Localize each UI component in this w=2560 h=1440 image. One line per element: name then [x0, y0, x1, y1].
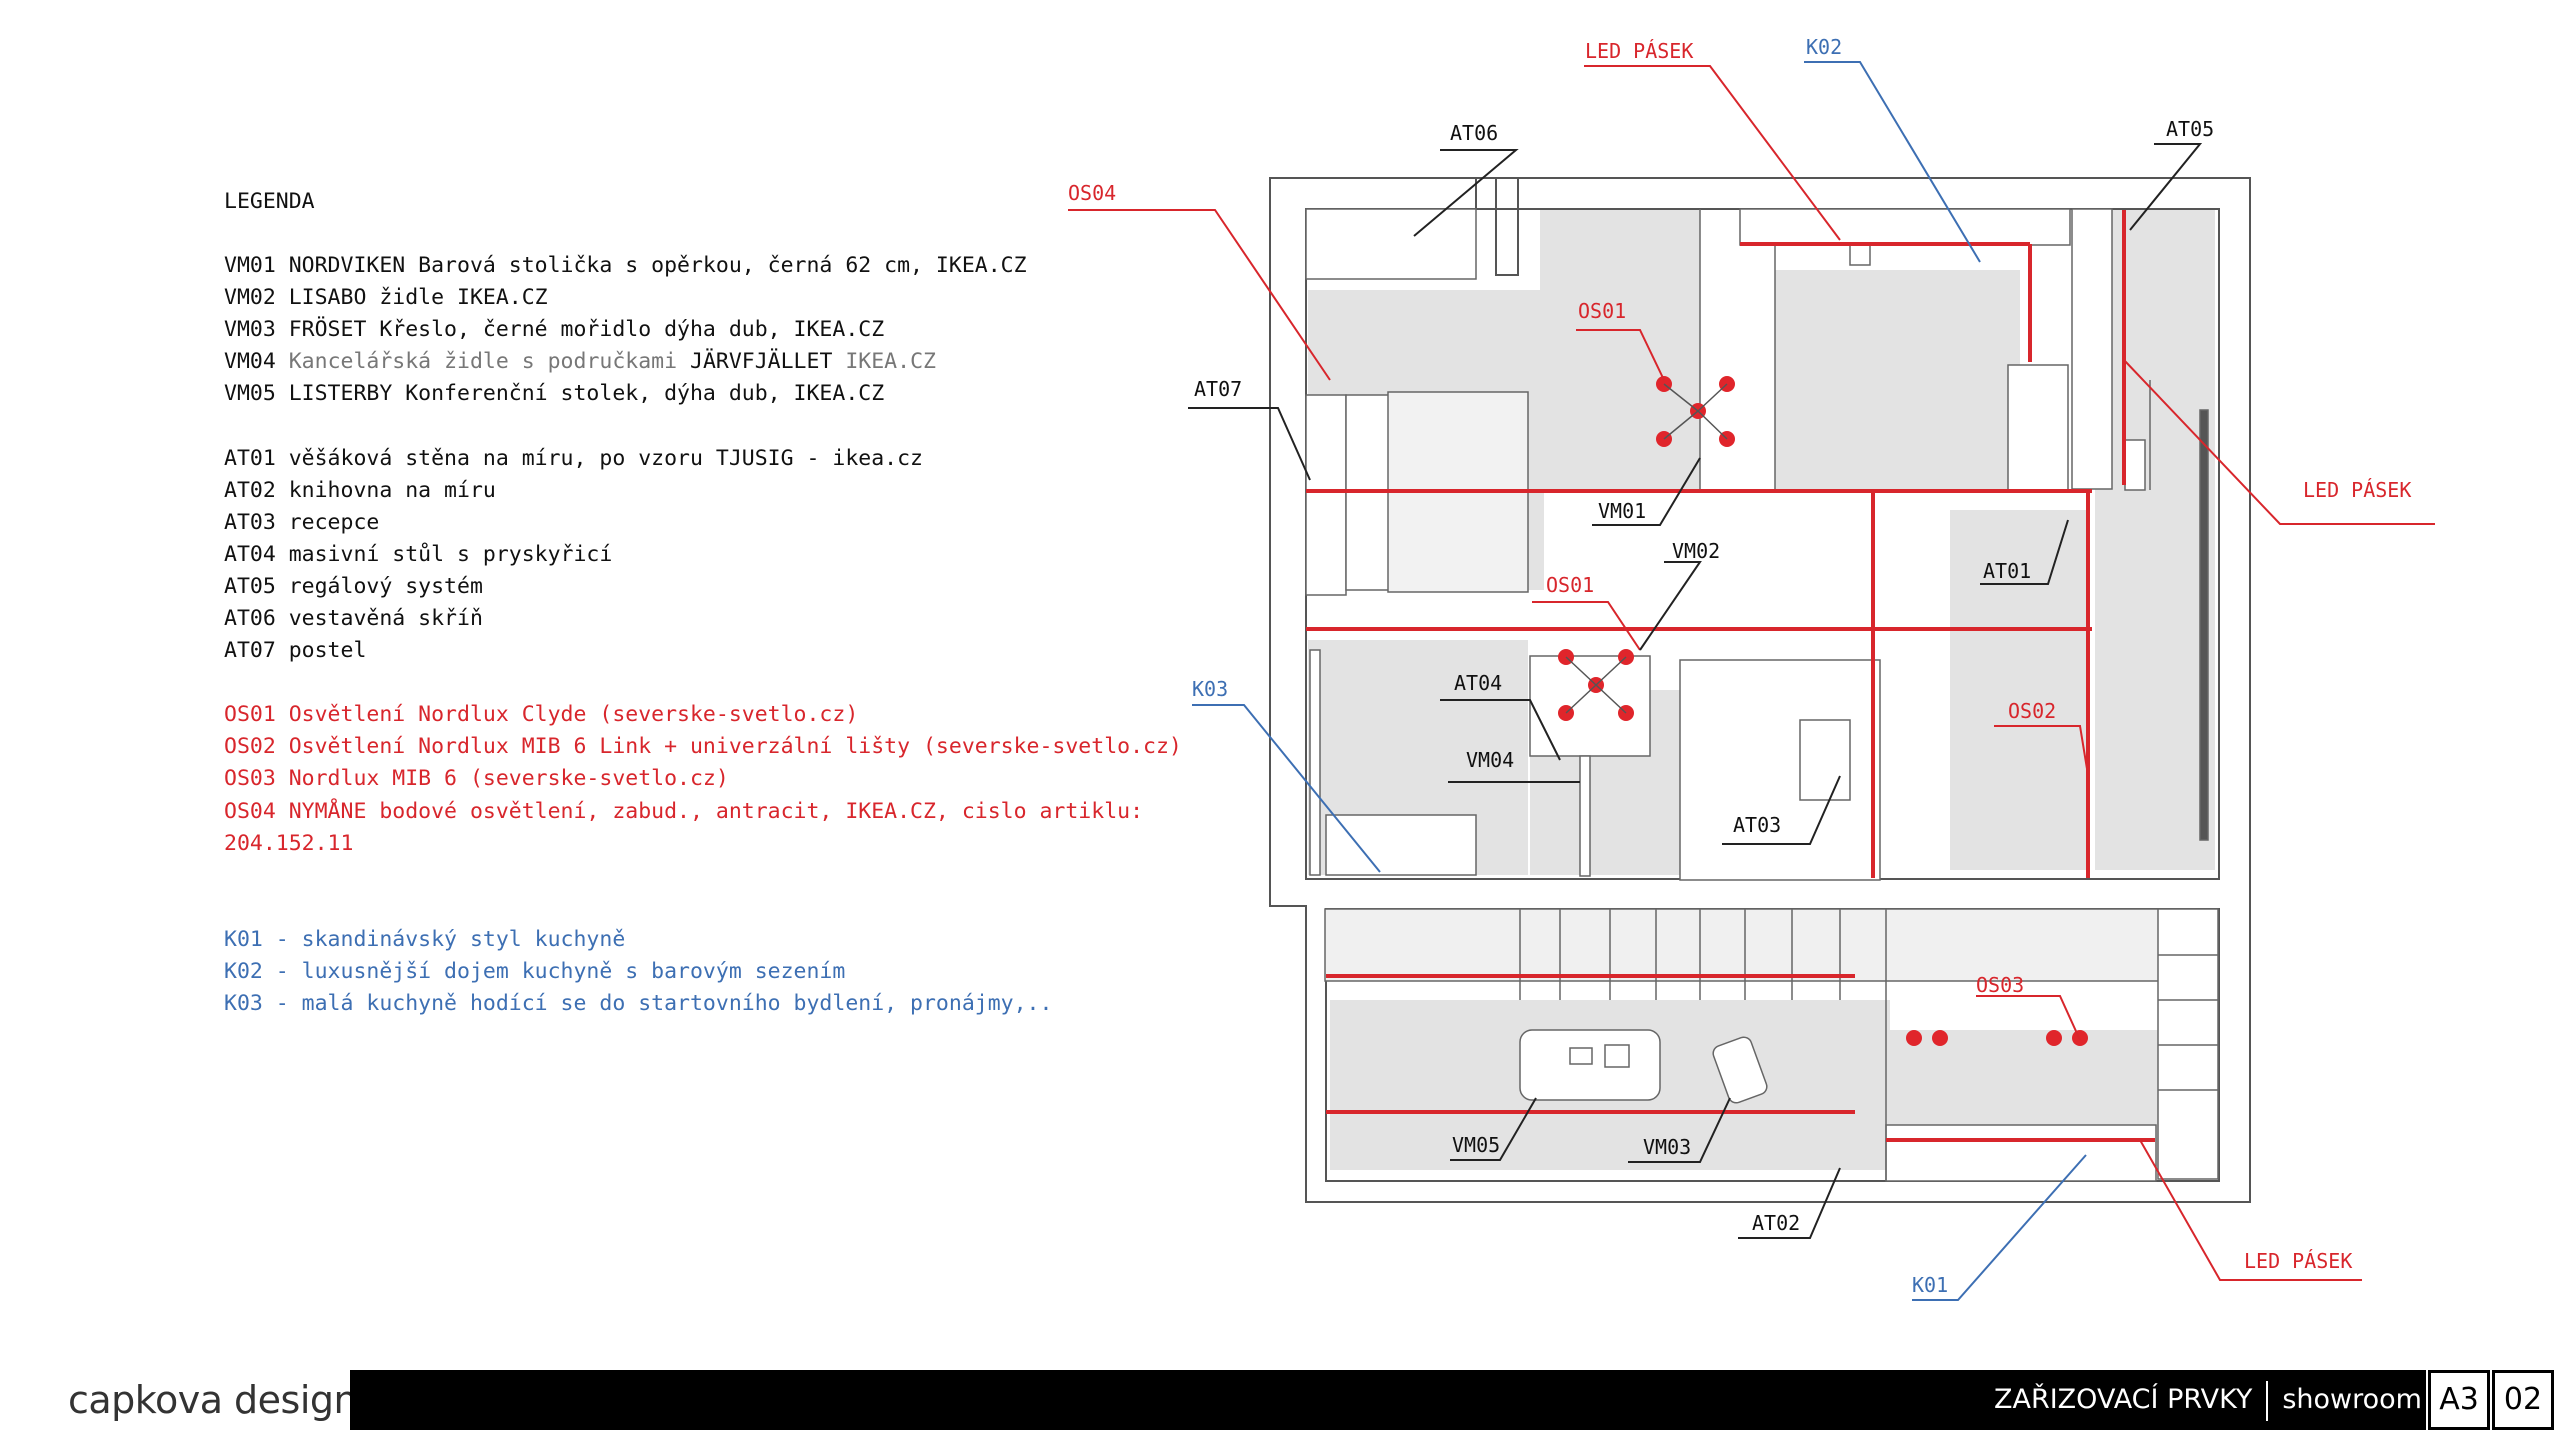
legend-os02: OS02 Osvětlení Nordlux MIB 6 Link + univ… — [224, 734, 1182, 760]
label-vm03: VM03 — [1643, 1135, 1691, 1159]
label-at07: AT07 — [1194, 377, 1242, 401]
label-at04: AT04 — [1454, 671, 1502, 695]
label-k02: K02 — [1806, 35, 1842, 59]
legend-at03: AT03 recepce — [224, 509, 380, 535]
sheet-title: ZAŘIZOVACÍ PRVKY showroom — [1994, 1370, 2422, 1430]
legend-at07: AT07 postel — [224, 638, 367, 664]
legend-vm05: VM05 LISTERBY Konferenční stolek, dýha d… — [224, 381, 885, 407]
label-at03: AT03 — [1733, 813, 1781, 837]
leader-lines-red — [1068, 65, 2435, 1281]
label-at06: AT06 — [1450, 121, 1498, 145]
legend-os04-article: 204.152.11 — [224, 830, 354, 856]
sheet-title-main: ZAŘIZOVACÍ PRVKY — [1993, 1384, 2253, 1415]
legend-vm03: VM03 FRÖSET Křeslo, černé mořidlo dýha d… — [224, 317, 885, 343]
title-bar: ZAŘIZOVACÍ PRVKY showroom — [350, 1370, 2426, 1430]
lighting-spokes — [1565, 383, 1728, 714]
legend-k03: K03 - malá kuchyně hodící se do startovn… — [224, 990, 1053, 1016]
legend-vm04-desc: Kancelářská židle s područkami — [288, 349, 678, 375]
label-k01: K01 — [1912, 1273, 1948, 1297]
legend-at02: AT02 knihovna na míru — [224, 477, 496, 503]
leader-lines-black — [1188, 143, 2203, 1239]
legend-os04: OS04 NYMÅNE bodové osvětlení, zabud., an… — [224, 798, 1144, 824]
legend-os01: OS01 Osvětlení Nordlux Clyde (severske-s… — [224, 702, 859, 728]
label-led-bottom: LED PÁSEK — [2244, 1249, 2352, 1273]
sheet-format: A3 — [2428, 1370, 2490, 1430]
lighting-tracks — [1306, 210, 2155, 1142]
sheet-subtitle: showroom — [2282, 1384, 2422, 1415]
label-os04: OS04 — [1068, 181, 1116, 205]
label-os02: OS02 — [2008, 699, 2056, 723]
label-vm01: VM01 — [1598, 499, 1646, 523]
label-k03: K03 — [1192, 677, 1228, 701]
brand-logo: capkova design — [68, 1378, 358, 1422]
legend: LEGENDA VM01 NORDVIKEN Barová stolička s… — [224, 186, 1182, 1020]
legend-vm04-code: VM04 — [224, 349, 289, 375]
label-led-top: LED PÁSEK — [1585, 39, 1693, 63]
legend-at04: AT04 masivní stůl s pryskyřicí — [224, 541, 613, 567]
label-at01: AT01 — [1983, 559, 2031, 583]
sheet-number: 02 — [2492, 1370, 2554, 1430]
legend-vm04-name: JÄRVFJÄLLET — [677, 349, 846, 375]
legend-at01: AT01 věšáková stěna na míru, po vzoru TJ… — [224, 445, 923, 471]
legend-vm04-shop: IKEA.CZ — [845, 349, 936, 375]
legend-vm01: VM01 NORDVIKEN Barová stolička s opěrkou… — [224, 253, 1027, 279]
label-vm02: VM02 — [1672, 539, 1720, 563]
label-os03: OS03 — [1976, 973, 2024, 997]
label-led-right: LED PÁSEK — [2303, 478, 2411, 502]
legend-at05: AT05 regálový systém — [224, 573, 483, 599]
legend-vm04: VM04 Kancelářská židle s područkami JÄRV… — [224, 346, 1104, 378]
legend-vm02: VM02 LISABO židle IKEA.CZ — [224, 285, 548, 311]
legend-os03: OS03 Nordlux MIB 6 (severske-svetlo.cz) — [224, 766, 729, 792]
legend-title: LEGENDA — [224, 189, 315, 214]
legend-at06: AT06 vestavěná skříň — [224, 606, 483, 632]
leader-lines-blue — [1192, 61, 2087, 1301]
label-at02: AT02 — [1752, 1211, 1800, 1235]
legend-k02: K02 - luxusnější dojem kuchyně s barovým… — [224, 958, 846, 984]
label-os01-top: OS01 — [1578, 299, 1626, 323]
title-separator — [2266, 1380, 2269, 1421]
label-vm05: VM05 — [1452, 1133, 1500, 1157]
label-os01-mid: OS01 — [1546, 573, 1594, 597]
legend-k01: K01 - skandinávský styl kuchyně — [224, 926, 626, 952]
label-vm04: VM04 — [1466, 748, 1514, 772]
label-at05: AT05 — [2166, 117, 2214, 141]
plan-labels: LED PÁSEK K02 AT06 AT05 OS04 OS01 AT07 L… — [1068, 35, 2411, 1297]
